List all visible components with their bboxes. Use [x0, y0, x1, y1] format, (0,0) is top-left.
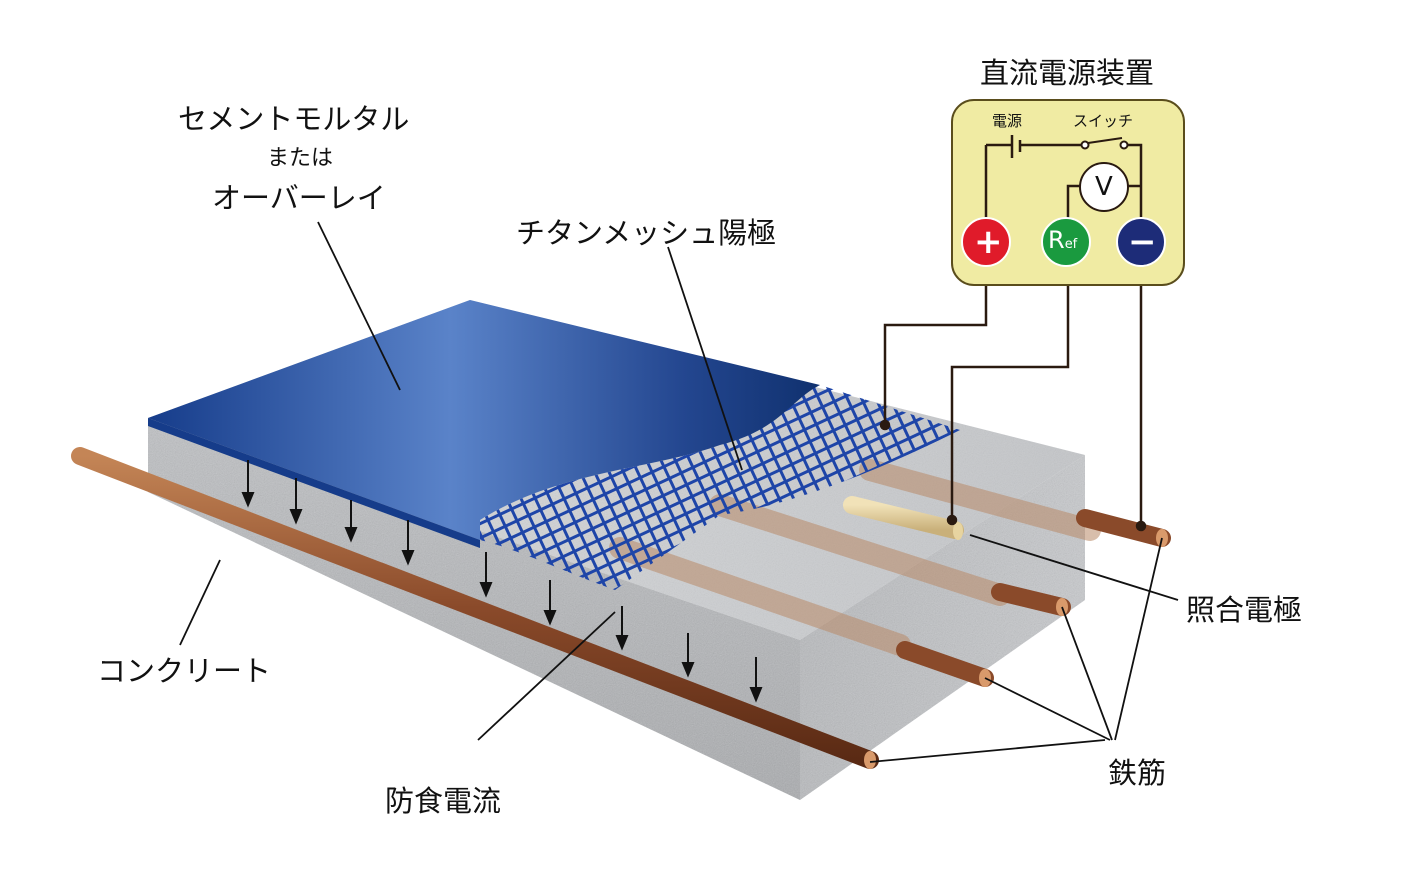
switch-label: スイッチ	[1073, 112, 1134, 130]
rebar-front	[71, 447, 879, 769]
protection-current-label: 防食電流	[385, 784, 502, 818]
terminal-minus	[1116, 217, 1166, 267]
titanium-mesh	[480, 385, 960, 590]
leader-lines	[179, 221, 1179, 763]
overlay-top	[148, 300, 820, 540]
rebar-back	[991, 583, 1071, 616]
minus-symbol: −	[1128, 222, 1157, 262]
rebars	[71, 447, 1171, 769]
power-supply-box	[951, 99, 1185, 286]
voltmeter-label: V	[1095, 172, 1113, 202]
voltmeter	[1079, 162, 1129, 212]
wiring	[879, 260, 1147, 532]
ref-sub-text: ef	[1064, 237, 1078, 252]
power-supply-title: 直流電源装置	[980, 56, 1155, 90]
reference-electrode-label: 照合電極	[1186, 593, 1303, 627]
rebar-label: 鉄筋	[1108, 756, 1167, 790]
concrete-label: コンクリート	[97, 654, 272, 688]
inner-rebars	[609, 459, 1101, 656]
overlay-layer	[148, 300, 820, 548]
overlay-edge	[148, 418, 480, 548]
overlay-label-line1: セメントモルタル	[178, 102, 410, 136]
terminal-ref	[1041, 217, 1091, 267]
titanium-mesh-label: チタンメッシュ陽極	[516, 216, 777, 250]
rebar-rear	[1076, 509, 1171, 547]
terminal-plus	[961, 217, 1011, 267]
overlay-label-line2: または	[267, 146, 334, 171]
rebar-middle	[896, 641, 994, 687]
plus-symbol: +	[974, 222, 1003, 262]
protection-current-arrows	[241, 460, 763, 703]
mesh-area	[480, 385, 960, 590]
ref-main-text: R	[1048, 226, 1065, 254]
power-source-label: 電源	[992, 112, 1023, 130]
overlay-label-line3: オーバーレイ	[212, 181, 386, 215]
switch-symbol	[1087, 137, 1123, 144]
ref-symbol: Ref	[1048, 226, 1077, 254]
reference-electrode	[843, 496, 964, 540]
